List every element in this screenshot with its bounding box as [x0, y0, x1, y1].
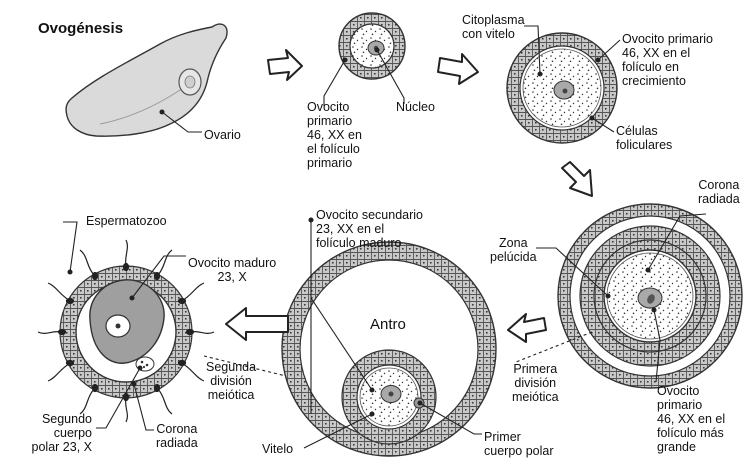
label-antro: Antro — [370, 318, 406, 332]
label-vitelo: Vitelo — [262, 442, 293, 456]
label-citoplasma: Citoplasma con vitelo — [462, 13, 525, 41]
mature-follicle — [282, 242, 496, 456]
label-segunda-division: Segunda división meiótica — [206, 360, 256, 402]
label-ovocito-primario-3: Ovocito primario 46, XX en el folículo m… — [657, 384, 725, 454]
arrow-2 — [438, 54, 478, 84]
label-ovocito-secundario: Ovocito secundario 23, XX en el folículo… — [316, 208, 423, 250]
label-ovocito-primario-2: Ovocito primario 46, XX en el folículo e… — [622, 32, 713, 88]
arrow-3 — [562, 162, 592, 196]
growing-follicle — [507, 33, 617, 143]
arrow-1 — [268, 50, 302, 80]
label-corona-radiada-2: Corona radiada — [156, 422, 198, 450]
label-ovario: Ovario — [204, 128, 241, 142]
diagram-title: Ovogénesis — [38, 22, 123, 36]
label-ovocito-primario-1: Ovocito primario 46, XX en el folículo p… — [307, 100, 362, 170]
label-primera-division: Primera división meiótica — [512, 362, 559, 404]
ovary-shape — [66, 24, 227, 136]
label-corona-radiada-1: Corona radiada — [698, 178, 740, 206]
label-nucleo: Núcleo — [396, 100, 435, 114]
label-zona-pelucida: Zona pelúcida — [490, 236, 537, 264]
label-primer-cuerpo-polar: Primer cuerpo polar — [484, 430, 554, 458]
primary-follicle — [339, 13, 405, 79]
label-ovocito-maduro: Ovocito maduro 23, X — [188, 256, 276, 284]
arrow-5 — [226, 308, 288, 340]
label-celulas-foliculares: Células foliculares — [616, 124, 672, 152]
label-segundo-cuerpo-polar: Segundo cuerpo polar 23, X — [0, 412, 92, 454]
larger-follicle — [558, 204, 742, 388]
arrow-4 — [508, 314, 546, 342]
label-espermatozoo: Espermatozoo — [86, 214, 167, 228]
